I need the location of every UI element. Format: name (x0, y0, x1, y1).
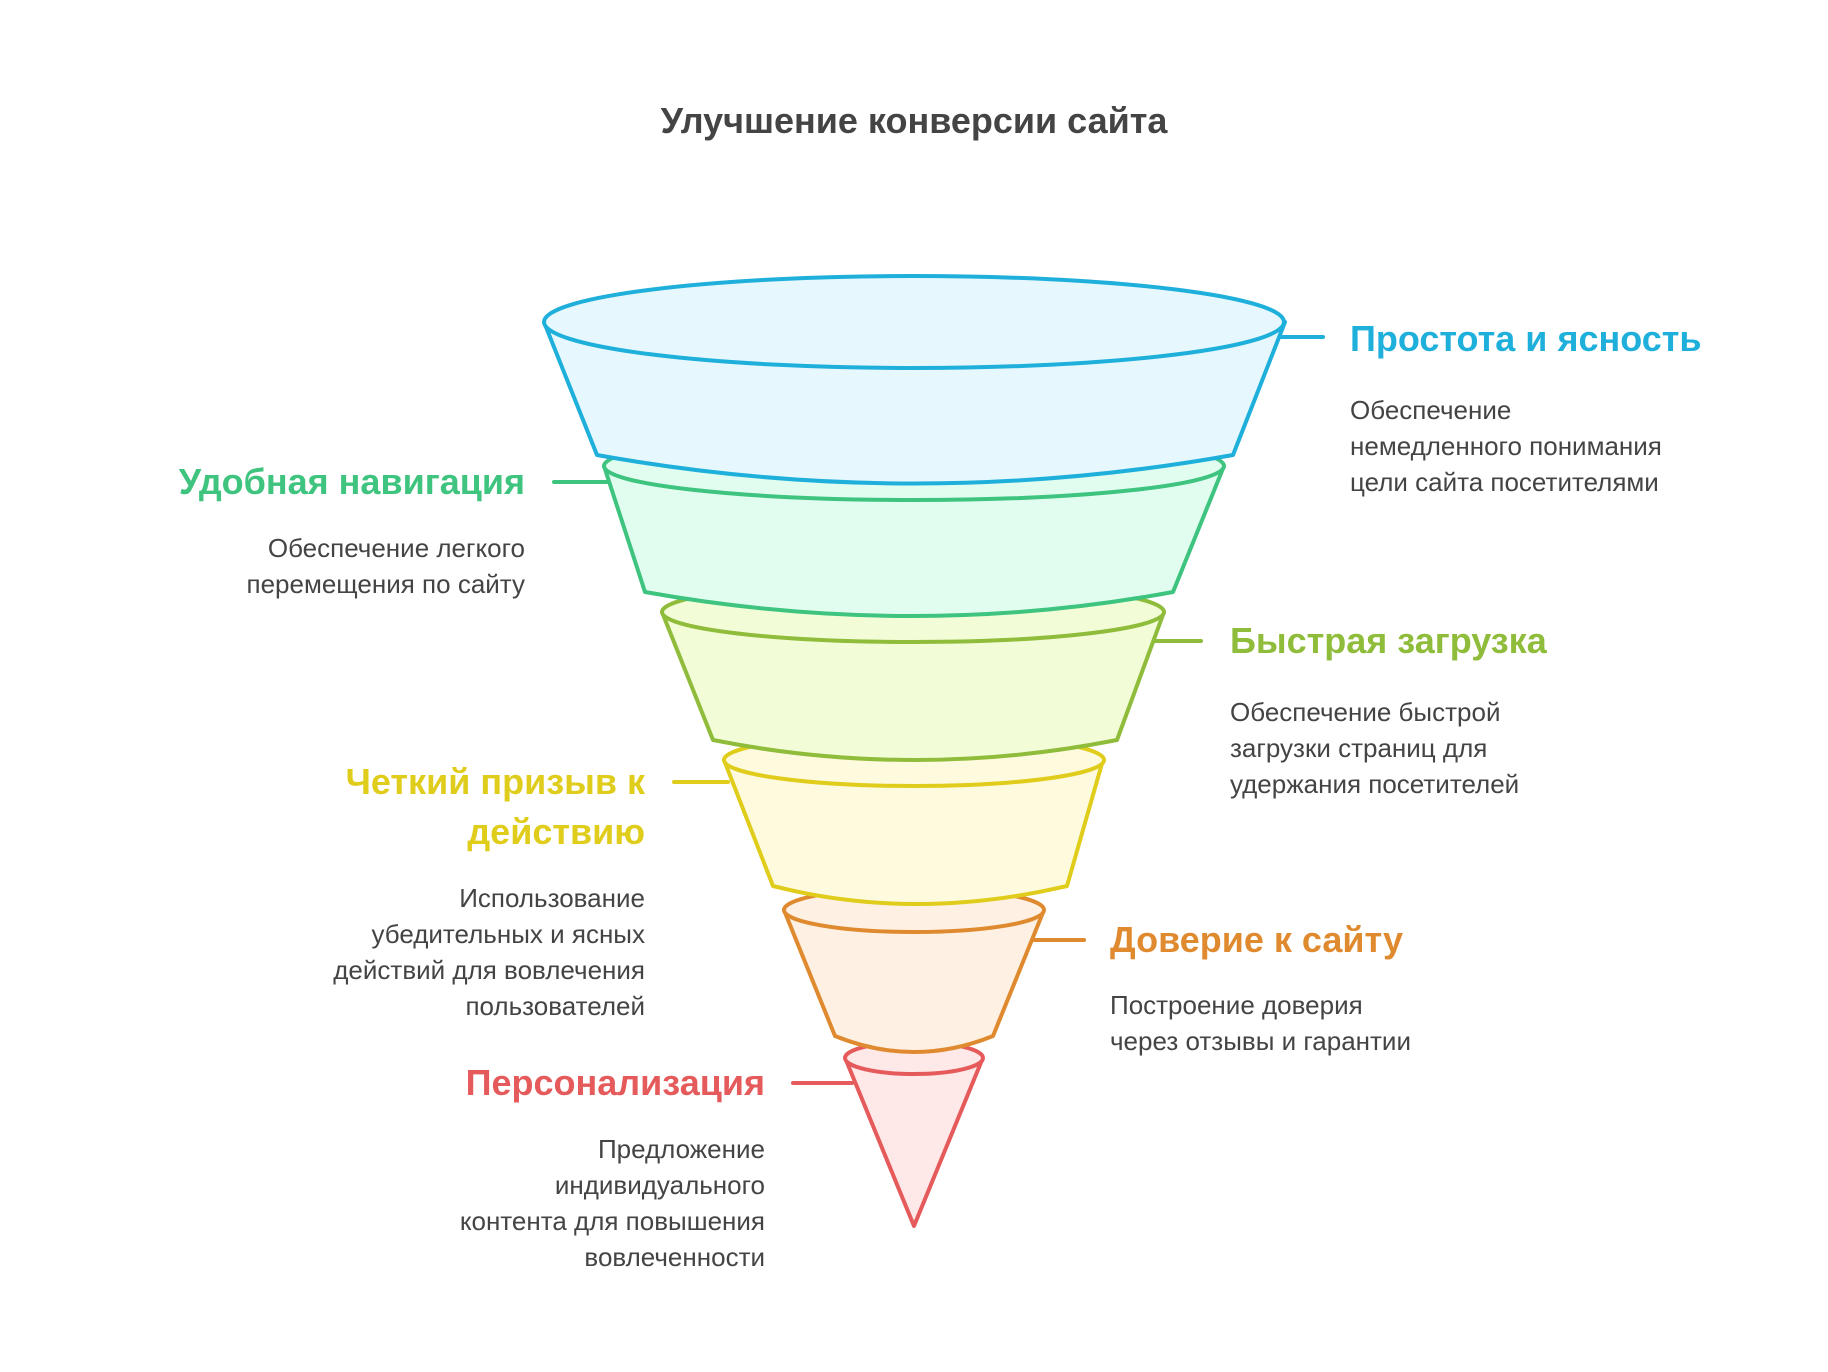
stage-1-description: Обеспечение немедленного понимания цели … (1350, 392, 1662, 500)
desc-line: убедительных и ясных (371, 919, 645, 949)
stage-2-description: Обеспечение легкого перемещения по сайту (247, 530, 525, 602)
heading-line: Четкий призыв к (345, 761, 645, 802)
funnel-stage-5 (782, 886, 1086, 1054)
desc-line: удержания посетителей (1230, 769, 1520, 799)
funnel-stage-6 (791, 1040, 985, 1228)
desc-line: цели сайта посетителями (1350, 467, 1659, 497)
desc-line: контента для повышения (459, 1206, 765, 1236)
desc-line: Построение доверия (1110, 990, 1363, 1020)
desc-line: вовлеченности (584, 1242, 765, 1272)
desc-line: Предложение (597, 1134, 765, 1164)
desc-line: загрузки страниц для (1230, 733, 1488, 763)
stage-3-description: Обеспечение быстрой загрузки страниц для… (1230, 694, 1519, 802)
diagram-title: Улучшение конверсии сайта (660, 100, 1168, 141)
desc-line: немедленного понимания (1350, 431, 1662, 461)
heading-line: действию (467, 811, 645, 852)
desc-line: Использование (459, 883, 645, 913)
desc-line: через отзывы и гарантии (1110, 1026, 1411, 1056)
desc-line: пользователей (465, 991, 645, 1021)
stage-1-heading: Простота и ясность (1350, 318, 1702, 359)
stage-4-heading: Четкий призыв к действию (346, 757, 645, 857)
stage-5-description: Построение доверия через отзывы и гарант… (1110, 987, 1411, 1059)
funnel-stage-1 (542, 274, 1325, 486)
desc-line: перемещения по сайту (246, 569, 525, 599)
desc-line: индивидуального (554, 1170, 765, 1200)
stage-3-heading: Быстрая загрузка (1230, 620, 1547, 661)
stage-6-description: Предложение индивидуального контента для… (460, 1131, 765, 1275)
stage-5-heading: Доверие к сайту (1110, 919, 1404, 960)
stage-2-heading: Удобная навигация (178, 461, 525, 502)
desc-line: Обеспечение легкого (267, 533, 525, 563)
stage-4-description: Использование убедительных и ясных дейст… (333, 880, 645, 1024)
desc-line: Обеспечение быстрой (1230, 697, 1501, 727)
desc-line: Обеспечение (1350, 395, 1512, 425)
desc-line: действий для вовлечения (333, 955, 645, 985)
stage-6-heading: Персонализация (465, 1062, 765, 1103)
